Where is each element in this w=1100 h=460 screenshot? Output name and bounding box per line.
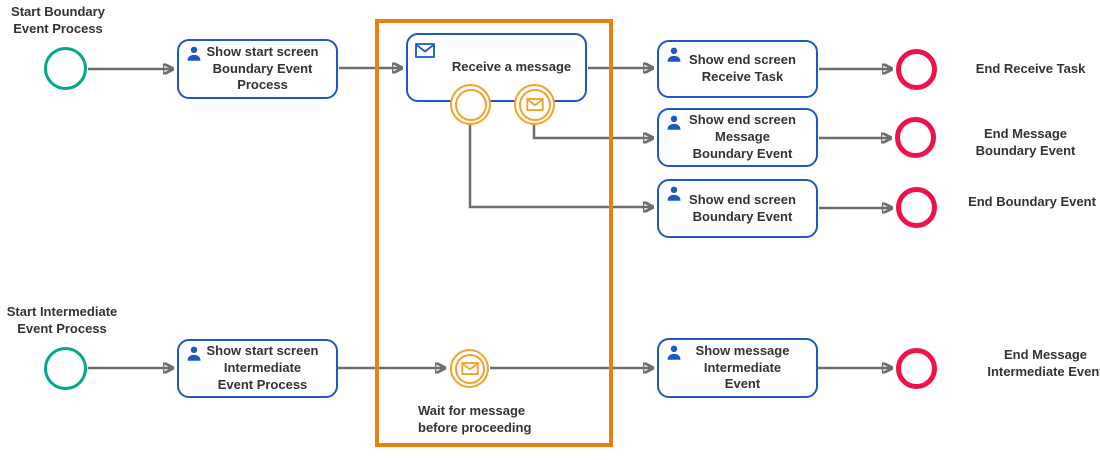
label-start-boundary-process: Start Boundary Event Process	[11, 4, 105, 36]
connector-boundary-to-task	[468, 123, 653, 207]
task-label: Show end screen Message Boundary Event	[689, 112, 796, 161]
end-event-message-intermediate	[896, 348, 937, 389]
task-show-end-screen-boundary: Show end screen Boundary Event	[657, 179, 818, 238]
user-icon	[185, 345, 203, 363]
start-event-intermediate-process	[44, 347, 87, 390]
task-label: Show end screen Receive Task	[689, 52, 796, 84]
task-show-end-screen-receive: Show end screen Receive Task	[657, 40, 818, 98]
task-label: Show start screen Intermediate Event Pro…	[206, 343, 319, 392]
task-label: Show message Intermediate Event	[695, 342, 790, 392]
label-end-message-intermediate: End Message Intermediate Event	[987, 347, 1100, 379]
start-event-boundary-process	[44, 47, 87, 90]
user-icon	[185, 45, 203, 63]
task-label: Show start screen Boundary Event Process	[206, 43, 319, 93]
task-show-message-intermediate: Show message Intermediate Event	[657, 338, 818, 398]
end-event-boundary	[896, 187, 937, 228]
user-icon	[665, 185, 683, 203]
end-event-message-boundary	[895, 117, 936, 158]
message-icon	[415, 43, 435, 58]
user-icon	[665, 46, 683, 64]
task-label: Receive a message	[451, 59, 572, 75]
boundary-event-plain	[450, 84, 491, 125]
boundary-event-message	[514, 84, 555, 125]
intermediate-event-message	[450, 349, 489, 388]
task-show-start-screen-boundary: Show start screen Boundary Event Process	[177, 39, 338, 99]
label-end-message-boundary: End Message Boundary Event	[975, 126, 1076, 158]
task-label: Show end screen Boundary Event	[689, 191, 796, 224]
message-icon	[525, 97, 544, 111]
task-show-start-screen-intermediate: Show start screen Intermediate Event Pro…	[177, 339, 338, 398]
user-icon	[665, 344, 683, 362]
end-event-receive-task	[896, 49, 937, 90]
task-receive-message: Receive a message	[406, 33, 587, 102]
connector-message-boundary-to-task	[532, 123, 653, 138]
message-icon	[460, 361, 479, 375]
label-end-receive-task: End Receive Task	[975, 61, 1086, 76]
label-end-boundary: End Boundary Event	[968, 194, 1096, 209]
task-show-end-screen-message-boundary: Show end screen Message Boundary Event	[657, 108, 818, 167]
label-start-intermediate-process: Start Intermediate Event Process	[6, 304, 118, 336]
label-wait-for-message: Wait for message before proceeding	[418, 403, 532, 435]
user-icon	[665, 114, 683, 132]
